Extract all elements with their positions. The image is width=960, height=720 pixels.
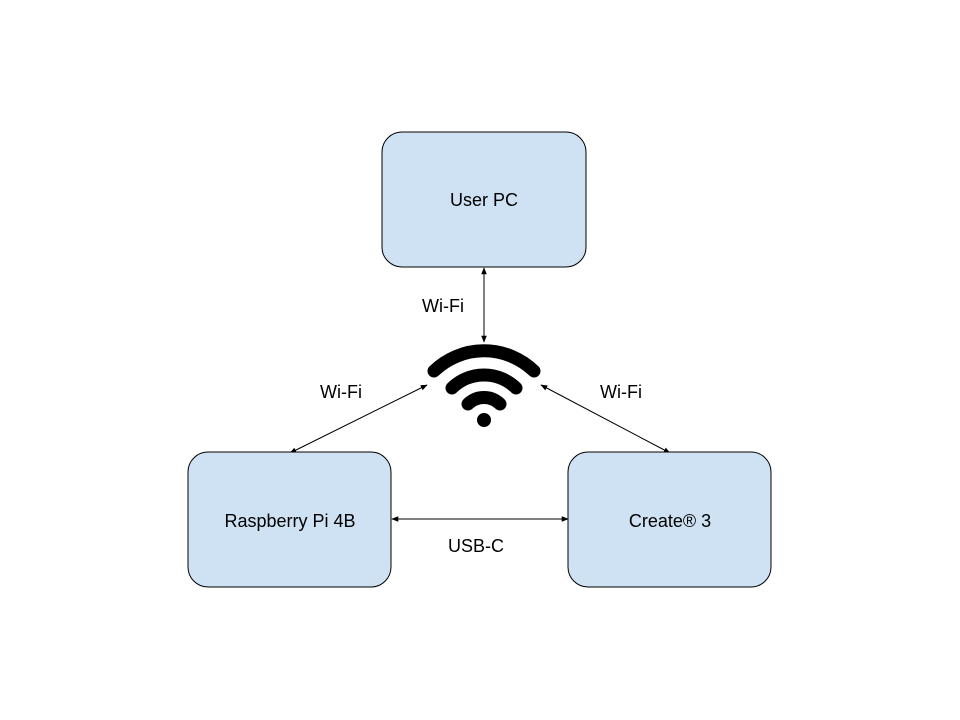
node-user-pc: User PC bbox=[381, 131, 587, 268]
wifi-dot bbox=[477, 413, 491, 427]
wifi-icon bbox=[427, 344, 541, 427]
node-label-user-pc: User PC bbox=[450, 190, 518, 210]
node-create3: Create® 3 bbox=[567, 451, 772, 588]
node-label-raspberry-pi: Raspberry Pi 4B bbox=[224, 511, 355, 531]
edge-label-pi-create: USB-C bbox=[448, 536, 504, 556]
wifi-arc-outer bbox=[427, 344, 541, 378]
wifi-arc-inner bbox=[461, 391, 507, 411]
node-box-user-pc bbox=[381, 131, 587, 268]
edge-create-wifi bbox=[540, 384, 671, 454]
wifi-arc-middle bbox=[445, 368, 523, 395]
edge-label-create-wifi: Wi-Fi bbox=[600, 382, 642, 402]
node-raspberry-pi: Raspberry Pi 4B bbox=[187, 451, 392, 588]
edge-label-pi-wifi: Wi-Fi bbox=[320, 382, 362, 402]
edge-pi-wifi bbox=[289, 384, 428, 454]
node-box-raspberry-pi bbox=[187, 451, 392, 588]
edge-label-pc-wifi: Wi-Fi bbox=[422, 296, 464, 316]
edges bbox=[289, 267, 671, 522]
node-box-create3 bbox=[567, 451, 772, 588]
node-label-create3: Create® 3 bbox=[629, 511, 711, 531]
